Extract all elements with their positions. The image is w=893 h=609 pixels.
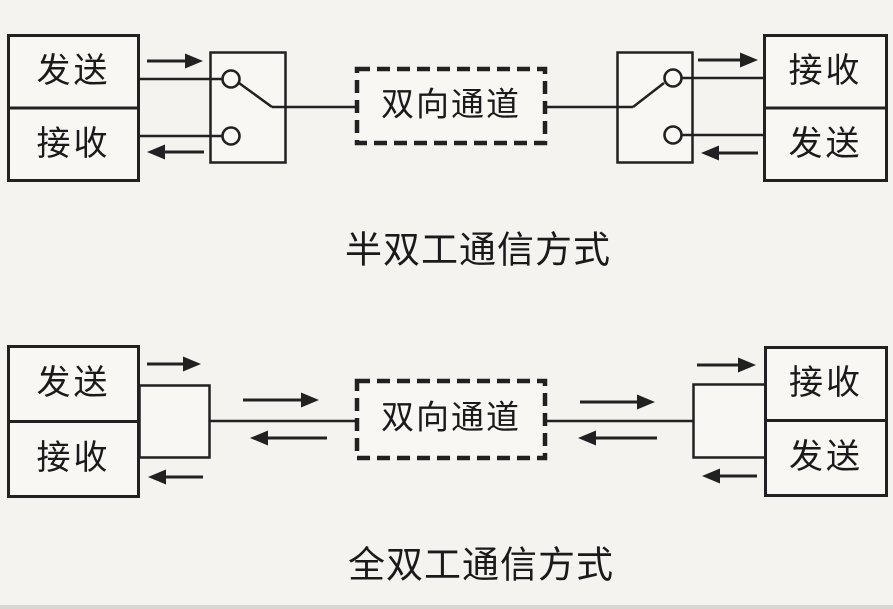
- half-duplex-title: 半双工通信方式: [345, 230, 611, 272]
- switch-lever-icon: [632, 82, 665, 108]
- full-duplex-title: 全双工通信方式: [348, 545, 614, 587]
- arrow-left-icon: [250, 430, 327, 446]
- switch-lever-icon: [238, 81, 273, 109]
- send-label: 发送: [788, 125, 863, 163]
- arrow-right-icon: [698, 52, 758, 68]
- receive-label: 接收: [788, 52, 863, 90]
- channel-label: 双向通道: [381, 87, 521, 124]
- arrow-right-icon: [147, 356, 201, 372]
- send-label: 发送: [36, 52, 111, 90]
- arrow-left-icon: [147, 144, 204, 160]
- arrow-right-icon: [580, 394, 655, 410]
- receive-label: 接收: [36, 440, 111, 477]
- arrow-left-icon: [578, 430, 657, 446]
- send-label: 发送: [789, 439, 863, 476]
- arrow-right-icon: [147, 53, 203, 69]
- arrow-left-icon: [702, 468, 757, 484]
- switch-contact-icon: [221, 126, 241, 146]
- switch-contact-icon: [663, 68, 683, 88]
- arrow-left-icon: [148, 469, 203, 485]
- receive-label: 接收: [36, 125, 111, 163]
- channel-label: 双向通道: [381, 400, 521, 437]
- receive-label: 接收: [789, 365, 863, 402]
- bottom-edge-strip: [0, 605, 893, 609]
- full-duplex-channel-box: [354, 378, 548, 461]
- arrow-right-icon: [697, 357, 756, 373]
- full-duplex-left-coupler-box: [138, 384, 211, 459]
- arrow-right-icon: [243, 392, 319, 408]
- send-label: 发送: [36, 365, 111, 402]
- switch-contact-icon: [663, 125, 683, 145]
- switch-contact-icon: [221, 69, 241, 89]
- full-duplex-right-coupler-box: [692, 383, 767, 459]
- arrow-left-icon: [701, 145, 758, 161]
